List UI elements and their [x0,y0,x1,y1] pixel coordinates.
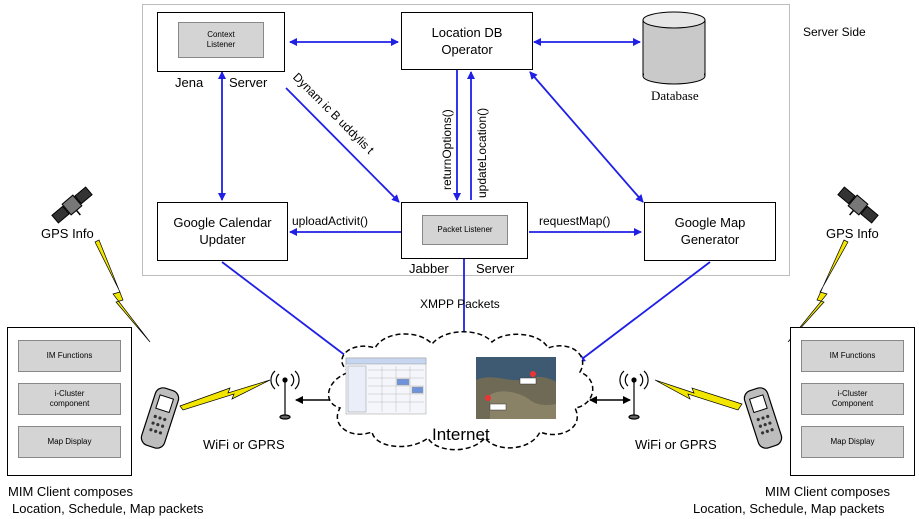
lightning-wifi-left [179,379,271,411]
jena-server-box: Context Listener [157,12,285,72]
location-db-line2: Operator [441,42,493,57]
return-options-label: returnOptions() [440,109,454,190]
phone-icon-left [140,387,180,449]
i-cluster-panel-right: i-Cluster Component [801,383,904,415]
antenna-icon-left [270,370,300,420]
map-thumbnail [476,357,556,419]
gps-info-left: GPS Info [41,226,94,241]
map-display-panel-left: Map Display [18,426,121,458]
calendar-updater-box: Google Calendar Updater [157,202,288,261]
edge-locationdb-map [529,71,644,203]
gps-info-right: GPS Info [826,226,879,241]
calendar-line2: Updater [199,232,246,247]
jabber-server-label: Server [476,261,515,276]
xmpp-packets-label: XMPP Packets [420,297,500,311]
server-side-label: Server Side [803,25,866,39]
location-db-operator-box: Location DB Operator [401,12,533,70]
jena-label: Jena [175,75,204,90]
internet-label: Internet [432,425,490,444]
request-map-label: requestMap() [539,214,611,228]
client-right-caption-2: Location, Schedule, Map packets [693,501,885,516]
client-left-caption-1: MIM Client composes [8,484,133,499]
i-cluster-panel-left: i-Cluster component [18,383,121,415]
wifi-right-label: WiFi or GPRS [635,437,717,452]
jena-server-label: Server [229,75,268,90]
mim-client-right: IM Functions i-Cluster Component Map Dis… [790,327,915,476]
map-display-panel-right: Map Display [801,426,904,458]
packet-listener-panel: Packet Listener [422,215,508,245]
database-label: Database [651,88,699,103]
jabber-label: Jabber [409,261,449,276]
satellite-icon-right [837,186,879,224]
map-generator-box: Google Map Generator [644,202,776,261]
lightning-gps-left [94,239,151,343]
phone-icon-right [743,387,783,449]
update-location-label: updateLocation() [475,107,489,198]
im-functions-panel-right: IM Functions [801,340,904,372]
satellite-icon-left [51,186,93,224]
antenna-icon-right [619,370,649,420]
lightning-wifi-right [654,379,743,411]
map-line1: Google Map [674,215,746,230]
map-line2: Generator [680,232,740,247]
mim-client-left: IM Functions i-Cluster component Map Dis… [7,327,132,476]
jabber-server-box: Packet Listener [401,202,528,259]
location-db-line1: Location DB [431,25,503,40]
calendar-thumbnail [345,357,427,415]
database-icon [642,11,706,85]
client-right-caption-1: MIM Client composes [765,484,890,499]
edge-calendar-internet [221,261,355,363]
upload-activity-label: uploadActivit() [292,214,369,228]
client-left-caption-2: Location, Schedule, Map packets [12,501,204,516]
context-listener-panel: Context Listener [178,22,264,58]
wifi-left-label: WiFi or GPRS [203,437,285,452]
im-functions-panel-left: IM Functions [18,340,121,372]
lightning-gps-right [787,239,849,343]
calendar-line1: Google Calendar [173,215,272,230]
edge-jena-jabber [285,87,400,203]
edge-map-internet [577,261,711,363]
